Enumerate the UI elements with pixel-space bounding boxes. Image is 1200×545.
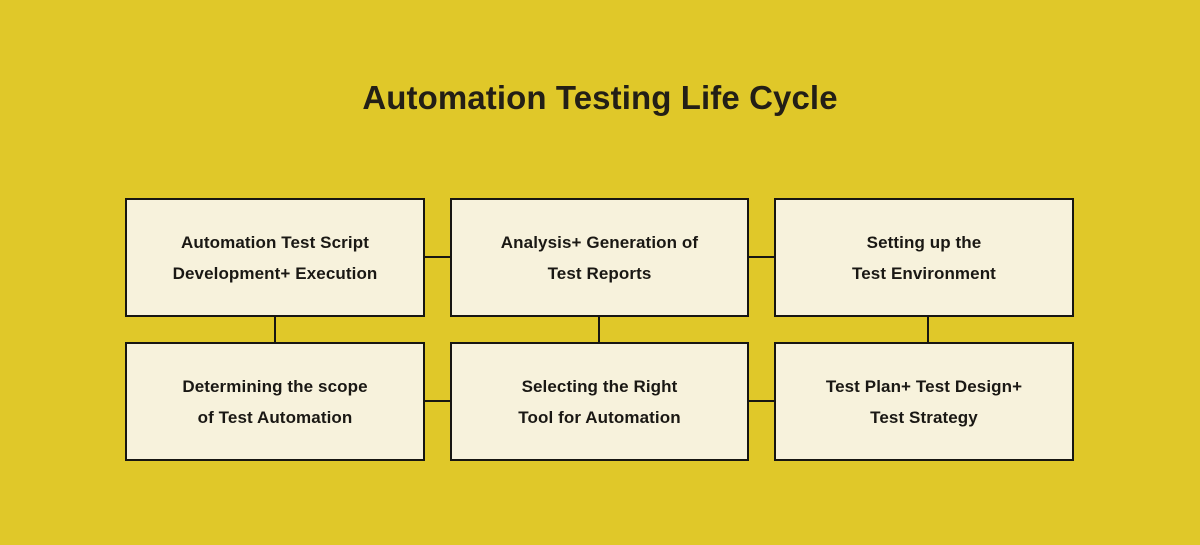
process-box-line-2: Tool for Automation — [518, 407, 681, 427]
process-box-label: Automation Test Script Development+ Exec… — [163, 227, 388, 289]
process-box-label: Determining the scope of Test Automation — [172, 371, 377, 433]
process-box-determining-the-scope-of-test-automation[interactable]: Determining the scope of Test Automation — [125, 342, 425, 461]
process-box-line-2: Test Strategy — [870, 407, 978, 427]
process-box-label: Analysis+ Generation of Test Reports — [491, 227, 708, 289]
process-box-line-1: Analysis+ Generation of — [500, 232, 699, 252]
connector-line-horizontal — [749, 400, 774, 402]
process-box-line-1: Test Plan+ Test Design+ — [825, 376, 1023, 396]
process-box-test-plan-test-design-test-strategy[interactable]: Test Plan+ Test Design+ Test Strategy — [774, 342, 1074, 461]
process-box-label: Selecting the Right Tool for Automation — [508, 371, 690, 433]
process-box-selecting-the-right-tool-for-automation[interactable]: Selecting the Right Tool for Automation — [450, 342, 749, 461]
connector-line-vertical — [598, 317, 600, 342]
process-box-line-1: Selecting the Right — [521, 376, 678, 396]
process-box-line-1: Setting up the — [866, 232, 982, 252]
process-box-line-1: Automation Test Script — [181, 232, 369, 252]
process-box-setting-up-the-test-environment[interactable]: Setting up the Test Environment — [774, 198, 1074, 317]
connector-line-vertical — [274, 317, 276, 342]
process-box-automation-test-script[interactable]: Automation Test Script Development+ Exec… — [125, 198, 425, 317]
process-box-label: Test Plan+ Test Design+ Test Strategy — [816, 371, 1032, 433]
connector-line-horizontal — [749, 256, 774, 258]
process-box-line-2: of Test Automation — [197, 407, 353, 427]
process-box-line-2: Development+ Execution — [172, 263, 378, 283]
process-box-line-1: Determining the scope — [182, 376, 368, 396]
connector-line-horizontal — [425, 400, 450, 402]
process-box-line-2: Test Environment — [852, 263, 996, 283]
process-box-analysis-generation-of-test-reports[interactable]: Analysis+ Generation of Test Reports — [450, 198, 749, 317]
process-box-line-2: Test Reports — [547, 263, 652, 283]
connector-line-vertical — [927, 317, 929, 342]
page-title: Automation Testing Life Cycle — [362, 79, 838, 116]
connector-line-horizontal — [425, 256, 450, 258]
process-box-label: Setting up the Test Environment — [842, 227, 1006, 289]
